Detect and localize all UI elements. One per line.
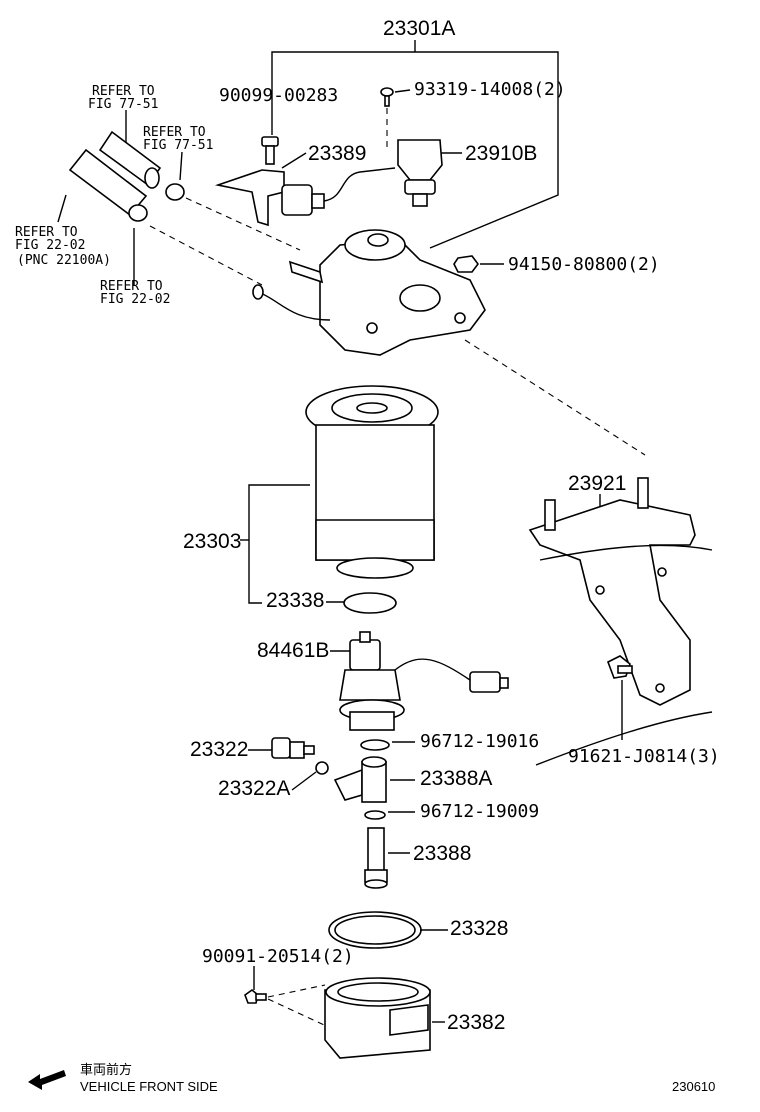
front-arrow-icon [28, 1070, 66, 1090]
harness-connector [281, 167, 396, 216]
label-23322: 23322 [190, 738, 248, 761]
fuel-hoses [68, 130, 185, 222]
label-23301a: 23301A [383, 17, 455, 40]
label-23389: 23389 [308, 142, 366, 165]
bracket-23921 [528, 477, 696, 706]
refer-1-line2: FIG 77-51 [88, 97, 158, 112]
nut-94150 [453, 255, 479, 273]
label-90091-20514: 90091-20514(2) [202, 946, 354, 967]
bracket-23301a [271, 51, 559, 249]
refer-3-line2: FIG 22-02 [15, 238, 85, 253]
label-91621-j0814: 91621-J0814(3) [568, 746, 720, 767]
refer-3-line1: REFER TO [15, 225, 78, 240]
label-23303: 23303 [183, 530, 241, 553]
footer-en: VEHICLE FRONT SIDE [80, 1079, 218, 1094]
refer-4-line2: FIG 22-02 [100, 292, 170, 307]
screw-93319 [380, 87, 394, 107]
oring-23338 [343, 592, 397, 614]
refer-2-line1: REFER TO [143, 125, 206, 140]
label-23388: 23388 [413, 842, 471, 865]
label-96712-19009: 96712-19009 [420, 801, 539, 822]
cover-23382 [324, 977, 431, 1059]
label-23388a: 23388A [420, 767, 492, 790]
label-84461b: 84461B [257, 639, 329, 662]
oring-96712-19009 [364, 810, 386, 820]
label-23382: 23382 [447, 1011, 505, 1034]
label-23322a: 23322A [218, 777, 290, 800]
label-96712-19016: 96712-19016 [420, 731, 539, 752]
label-23921: 23921 [568, 472, 626, 495]
bolt-90099 [261, 136, 279, 165]
label-94150-80800: 94150-80800(2) [508, 254, 660, 275]
elbow-23388a [333, 756, 387, 803]
label-90099-00283: 90099-00283 [219, 85, 338, 106]
bracket-23389 [214, 169, 285, 227]
label-93319-14008: 93319-14008(2) [414, 79, 566, 100]
refer-3-line3: (PNC 22100A) [17, 253, 111, 268]
label-23910b: 23910B [465, 142, 537, 165]
filter-head [252, 229, 486, 356]
oring-23322a [315, 761, 329, 775]
bolt-90091 [244, 988, 267, 1004]
footer-jp: 車両前方 [80, 1062, 132, 1077]
bolt-91621 [606, 655, 633, 679]
oring-96712-19016 [360, 739, 390, 751]
refer-1-line1: REFER TO [92, 84, 155, 99]
label-23338: 23338 [266, 589, 324, 612]
refer-4-line1: REFER TO [100, 279, 163, 294]
sensor-84461b [339, 631, 509, 731]
refer-2-line2: FIG 77-51 [143, 138, 213, 153]
label-23328: 23328 [450, 917, 508, 940]
filter-element-23303 [305, 385, 439, 579]
diagram-code: 230610 [672, 1079, 715, 1094]
fitting-23322 [271, 737, 315, 759]
sensor-23910b [397, 139, 443, 207]
plug-23388 [364, 827, 388, 889]
